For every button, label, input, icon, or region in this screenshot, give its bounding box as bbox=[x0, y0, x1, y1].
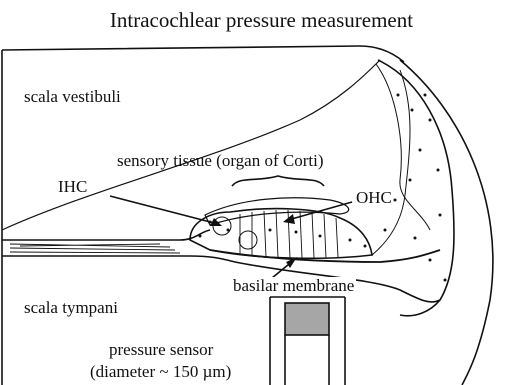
label-scala-vestibuli: scala vestibuli bbox=[24, 88, 121, 105]
label-sensory-tissue: sensory tissue (organ of Corti) bbox=[117, 152, 324, 169]
ihc-arrow bbox=[110, 196, 218, 224]
label-sensor-diameter: (diameter ~ 150 µm) bbox=[90, 363, 231, 380]
brace bbox=[232, 176, 324, 186]
label-pressure-sensor: pressure sensor bbox=[109, 341, 213, 358]
sensor-tip bbox=[285, 303, 329, 335]
nerve-fibers bbox=[10, 244, 180, 253]
label-ohc: OHC bbox=[356, 189, 392, 206]
spiral-lamina-bottom bbox=[2, 256, 235, 262]
spiral-lamina-top bbox=[2, 230, 210, 240]
ohc-arrow bbox=[288, 202, 352, 220]
pillar-tunnel bbox=[239, 231, 257, 249]
label-basilar-membrane: basilar membrane bbox=[231, 277, 356, 294]
label-scala-tympani: scala tympani bbox=[24, 299, 118, 316]
pressure-sensor bbox=[270, 297, 345, 385]
reissner-membrane bbox=[2, 60, 380, 230]
diagram-title: Intracochlear pressure measurement bbox=[0, 8, 523, 33]
label-ihc: IHC bbox=[58, 178, 87, 195]
outer-wall bbox=[400, 60, 493, 385]
basilar-membrane bbox=[210, 250, 440, 262]
bony-wall-top bbox=[2, 46, 404, 62]
cell-region-right bbox=[372, 70, 410, 255]
ohc-arrowhead bbox=[283, 214, 295, 224]
